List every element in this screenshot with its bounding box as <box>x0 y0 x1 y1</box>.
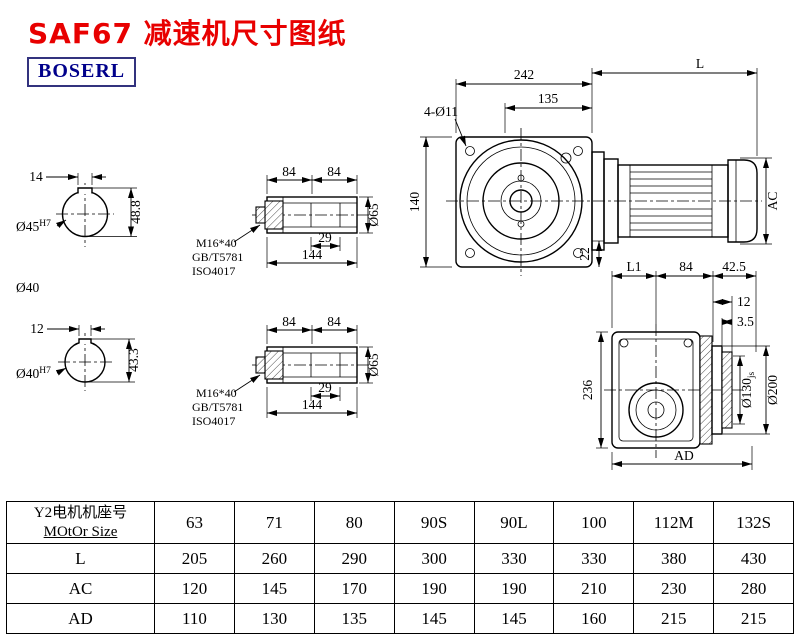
dim-AC: AC <box>765 192 780 211</box>
dim-29-b: 29 <box>318 380 332 395</box>
label-std-gb: GB/T5781 <box>192 250 243 264</box>
dim-AD: AD <box>674 448 694 463</box>
dim-140: 140 <box>407 192 422 213</box>
table-cell: 132S <box>713 501 794 544</box>
shaft-end-view-top: 14 Ø45H7 48.8 Ø40 <box>16 169 143 295</box>
label-bore-d45h7: Ø45H7 <box>16 219 51 234</box>
table-cell: 90L <box>473 501 555 544</box>
table-cell: 300 <box>393 543 475 574</box>
side-view-dimensions: L1 84 42.5 12 3.5 236 Ø130js Ø200 AD <box>580 259 780 470</box>
motor-size-header-cell: Y2电机机座号 MOtOr Size <box>6 501 155 544</box>
table-cell: 430 <box>713 543 794 574</box>
table-cell: 210 <box>553 573 635 604</box>
dim-d130: Ø130js <box>739 372 757 409</box>
holes-note-4xd11: 4-Ø11 <box>424 104 458 119</box>
table-cell: 230 <box>633 573 715 604</box>
technical-drawing: 242 L 135 4-Ø11 140 22 AC <box>16 56 780 470</box>
table-cell: 130 <box>233 603 315 634</box>
motor-size-label-en: MOtOr Size <box>43 524 118 540</box>
label-bolt-m16: M16*40 <box>196 236 237 250</box>
label-bore-d45-tol: H7 <box>39 219 51 229</box>
dim-d200: Ø200 <box>765 375 780 405</box>
shaft-end-view-bottom: 12 Ø40H7 43.3 <box>16 321 141 391</box>
row-label: L <box>6 543 155 574</box>
label-bore-d40h7: Ø40H7 <box>16 366 51 381</box>
hollow-shaft-view-top: 84 84 29 144 Ø65 M16*40 GB/T5781 ISO4017 <box>192 164 381 278</box>
table-cell: 100 <box>553 501 635 544</box>
dim-84-a: 84 <box>282 164 296 179</box>
table-row-motor-size: Y2电机机座号 MOtOr Size 63 71 80 90S 90L 100 … <box>6 501 794 544</box>
dim-84-side: 84 <box>679 259 693 274</box>
dim-3-5: 3.5 <box>737 314 754 329</box>
row-label: AD <box>6 603 155 634</box>
table-cell: 145 <box>233 573 315 604</box>
dim-242: 242 <box>514 67 534 82</box>
table-cell: 215 <box>633 603 715 634</box>
table-cell: 215 <box>713 603 794 634</box>
dim-key-width-40: 12 <box>30 321 44 336</box>
dim-L: L <box>696 56 704 71</box>
table-cell: 90S <box>393 501 475 544</box>
side-view <box>604 324 746 458</box>
table-cell: 135 <box>313 603 395 634</box>
dim-L1: L1 <box>627 259 642 274</box>
table-cell: 120 <box>154 573 235 604</box>
hollow-shaft-view-bottom: 84 84 29 144 Ø65 M16*40 GB/T5781 ISO4017 <box>192 314 381 428</box>
label-std-gb-b: GB/T5781 <box>192 400 243 414</box>
dim-12: 12 <box>737 294 751 309</box>
dim-key-width-45: 14 <box>29 169 43 184</box>
dim-29: 29 <box>318 230 332 245</box>
dim-84-c: 84 <box>282 314 296 329</box>
table-cell: 330 <box>553 543 635 574</box>
dim-d130-tol: js <box>747 372 757 380</box>
table-cell: 112M <box>633 501 715 544</box>
front-view <box>446 128 762 276</box>
label-std-iso: ISO4017 <box>192 264 235 278</box>
dim-84-d: 84 <box>327 314 341 329</box>
dim-84-b: 84 <box>327 164 341 179</box>
table-cell: 170 <box>313 573 395 604</box>
label-bore-d45: Ø45 <box>16 219 39 234</box>
table-cell: 290 <box>313 543 395 574</box>
dim-135: 135 <box>538 91 559 106</box>
dim-d65-b: Ø65 <box>366 353 381 376</box>
dim-43-3: 43.3 <box>126 348 141 372</box>
table-cell: 160 <box>553 603 635 634</box>
label-std-iso-b: ISO4017 <box>192 414 235 428</box>
label-bore-d40: Ø40 <box>16 366 39 381</box>
size-table: Y2电机机座号 MOtOr Size 63 71 80 90S 90L 100 … <box>6 501 794 634</box>
row-label: AC <box>6 573 155 604</box>
brand-logo: BOSERL <box>27 57 137 87</box>
table-cell: 63 <box>154 501 235 544</box>
front-view-dimensions: 242 L 135 4-Ø11 140 22 AC <box>407 56 780 268</box>
table-cell: 71 <box>233 501 315 544</box>
dim-236: 236 <box>580 380 595 401</box>
table-cell: 190 <box>393 573 475 604</box>
table-cell: 190 <box>473 573 555 604</box>
dim-144-b: 144 <box>302 397 323 412</box>
table-row-AD: AD 110 130 135 145 145 160 215 215 <box>6 603 794 634</box>
table-cell: 80 <box>313 501 395 544</box>
dim-48-8: 48.8 <box>128 200 143 224</box>
table-cell: 280 <box>713 573 794 604</box>
table-cell: 380 <box>633 543 715 574</box>
page-title: SAF67 减速机尺寸图纸 <box>28 17 347 50</box>
dim-d65: Ø65 <box>366 203 381 226</box>
table-row-L: L 205 260 290 300 330 330 380 430 <box>6 543 794 574</box>
dim-d130-value: Ø130 <box>739 378 754 408</box>
table-cell: 145 <box>393 603 475 634</box>
dim-144: 144 <box>302 247 323 262</box>
label-d40: Ø40 <box>16 280 39 295</box>
table-cell: 205 <box>154 543 235 574</box>
table-cell: 330 <box>473 543 555 574</box>
table-cell: 145 <box>473 603 555 634</box>
dim-22: 22 <box>577 247 592 261</box>
table-row-AC: AC 120 145 170 190 190 210 230 280 <box>6 573 794 604</box>
label-bore-d40-tol: H7 <box>39 366 51 376</box>
table-cell: 110 <box>154 603 235 634</box>
dim-42-5: 42.5 <box>722 259 746 274</box>
motor-size-label-cn: Y2电机机座号 <box>33 505 128 521</box>
label-bolt-m16-b: M16*40 <box>196 386 237 400</box>
table-cell: 260 <box>233 543 315 574</box>
